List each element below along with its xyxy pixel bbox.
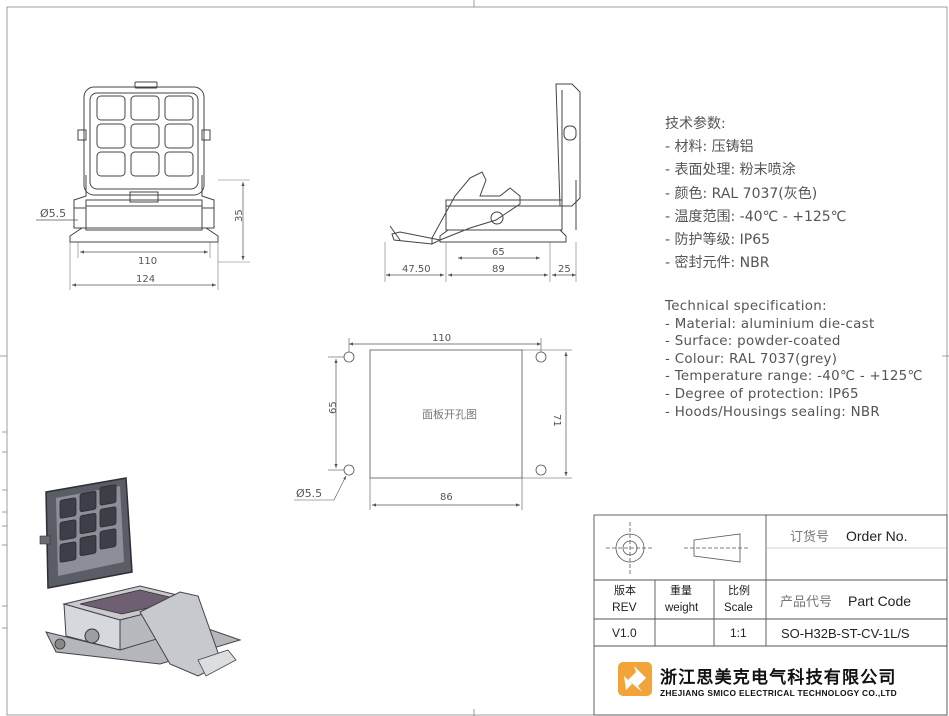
isometric-3d-view <box>39 477 242 677</box>
part-code-en: Part Code <box>848 593 911 609</box>
cutout-dim-hole: Ø5.5 <box>296 487 322 500</box>
weight-en: weight <box>664 602 699 614</box>
tech-param-cn-protection: - 防护等级: IP65 <box>665 232 771 249</box>
front-dim-hole: Ø5.5 <box>40 207 66 220</box>
front-dim-height: 35 <box>234 209 245 222</box>
scale-value: 1:1 <box>730 626 747 640</box>
tech-param-cn-colour: - 颜色: RAL 7037(灰色) <box>665 185 818 202</box>
tech-param-cn-surface: - 表面处理: 粉末喷涂 <box>665 162 796 179</box>
side-view <box>384 83 581 282</box>
tech-spec-en-sealing: - Hoods/Housings sealing: NBR <box>665 404 881 420</box>
front-dim-inner-width: 110 <box>138 256 157 267</box>
scale-en: Scale <box>724 602 753 614</box>
front-view <box>69 81 250 290</box>
hood-grid <box>96 95 194 177</box>
front-view-dimensions <box>36 182 245 287</box>
part-code-cn: 产品代号 <box>780 595 832 610</box>
title-block <box>593 514 948 716</box>
panel-cutout <box>294 338 572 510</box>
cutout-dim-top: 110 <box>432 333 451 344</box>
part-code-value: SO-H32B-ST-CV-1L/S <box>781 626 910 641</box>
company-name-cn: 浙江思美克电气科技有限公司 <box>660 667 897 688</box>
cutout-hole-bl <box>343 464 355 476</box>
cutout-hole-br <box>535 464 547 476</box>
cutout-hole-tl <box>343 351 355 363</box>
order-no-cn: 订货号 <box>790 529 829 545</box>
side-dim-89: 89 <box>492 264 505 275</box>
rev-en: REV <box>612 600 637 614</box>
tech-spec-en-temperature: - Temperature range: -40℃ - +125℃ <box>665 369 923 385</box>
tech-spec-en-title: Technical specification: <box>665 299 827 314</box>
tech-spec-en-protection: - Degree of protection: IP65 <box>665 386 859 402</box>
scale-cn: 比例 <box>728 583 750 597</box>
tech-param-cn-temperature: - 温度范围: -40℃ - +125℃ <box>665 208 847 225</box>
rev-cn: 版本 <box>614 583 636 597</box>
side-dim-65: 65 <box>492 247 505 258</box>
cutout-dim-right: 71 <box>551 414 562 427</box>
cutout-dim-bottom: 86 <box>440 492 453 503</box>
order-no-en: Order No. <box>846 528 907 544</box>
front-dim-outer-width: 124 <box>136 274 155 285</box>
tech-params-cn-title: 技术参数: <box>665 116 726 132</box>
side-dim-latch: 47.50 <box>402 264 431 275</box>
cutout-label: 面板开孔图 <box>422 407 477 421</box>
cutout-dim-left: 65 <box>328 401 339 414</box>
tech-param-cn-sealing: - 密封元件: NBR <box>665 255 770 272</box>
tech-spec-en: Technical specification: - Material: alu… <box>665 298 923 421</box>
cutout-hole-tr <box>535 351 547 363</box>
tech-spec-en-material: - Material: aluminium die-cast <box>665 316 875 332</box>
weight-cn: 重量 <box>670 583 692 597</box>
tech-param-cn-material: - 材料: 压铸铝 <box>665 139 754 156</box>
tech-spec-en-colour: - Colour: RAL 7037(grey) <box>665 351 838 367</box>
rev-value: V1.0 <box>612 626 637 640</box>
tech-params-cn: 技术参数: - 材料: 压铸铝 - 表面处理: 粉末喷涂 - 颜色: RAL 7… <box>665 113 846 275</box>
company-name-en: ZHEJIANG SMICO ELECTRICAL TECHNOLOGY CO.… <box>660 688 897 698</box>
company-logo <box>618 662 652 696</box>
side-dim-25: 25 <box>558 264 571 275</box>
tech-spec-en-surface: - Surface: powder-coated <box>665 334 841 350</box>
projection-symbol <box>606 522 750 574</box>
side-view-dimensions <box>386 256 576 277</box>
